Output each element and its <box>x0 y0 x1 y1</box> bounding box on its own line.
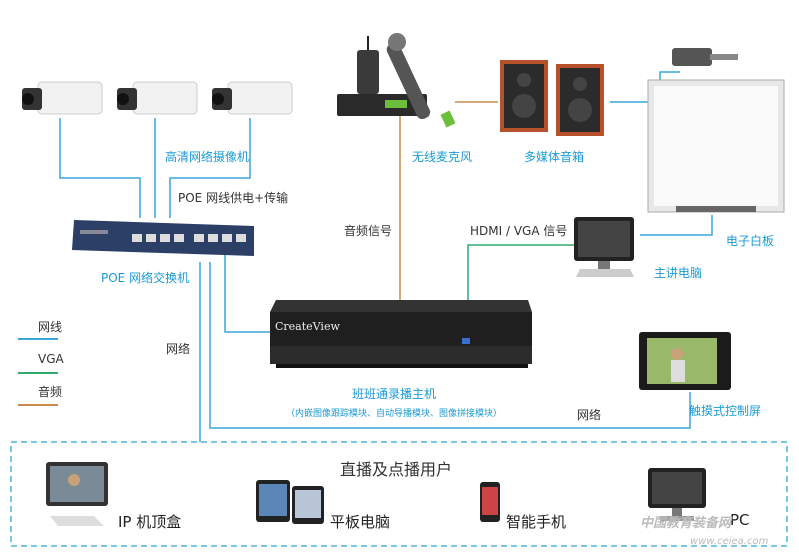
hd-camera <box>115 78 201 124</box>
camera-cable <box>169 118 251 218</box>
legend-vga-line <box>18 372 58 374</box>
user-item-smartphone: 智能手机 <box>506 513 567 531</box>
host-name-label: 班班通录播主机 <box>352 387 437 401</box>
smartphone-icon <box>478 480 502 528</box>
whiteboard-cable <box>640 215 713 236</box>
legend-network-label: 网线 <box>38 320 63 334</box>
brand-label: CreateView <box>275 320 340 333</box>
poe-power-label: POE 网线供电+传输 <box>178 191 289 205</box>
network-label-right: 网络 <box>577 408 602 422</box>
poe-network-switch <box>68 214 258 268</box>
touch-screen-label: 触摸式控制屏 <box>689 404 762 418</box>
wireless-mic-receiver <box>335 30 465 134</box>
users-group-title: 直播及点播用户 <box>340 460 453 479</box>
host-computer <box>570 215 640 285</box>
user-item-ip-stb: IP 机顶盒 <box>118 513 182 531</box>
legend-vga-label: VGA <box>38 352 64 366</box>
touch-cable <box>209 262 691 429</box>
touch-control-screen <box>637 330 733 396</box>
vga-cable <box>467 244 575 305</box>
legend-audio-label: 音频 <box>38 385 63 399</box>
speakers-label: 多媒体音箱 <box>524 150 585 164</box>
hdmi-signal-label: HDMI / VGA 信号 <box>470 224 568 238</box>
cameras-label: 高清网络摄像机 <box>165 150 250 164</box>
pc-icon <box>644 466 710 530</box>
legend-network-line <box>18 338 58 340</box>
camera-cable <box>59 118 141 218</box>
host-pc-label: 主讲电脑 <box>654 266 703 280</box>
recording-host <box>266 298 536 378</box>
legend-audio-line <box>18 404 58 406</box>
audio-signal-label: 音频信号 <box>344 224 393 238</box>
hd-camera <box>20 78 106 124</box>
user-item-pc: PC <box>730 511 750 529</box>
mic-label: 无线麦克风 <box>412 150 473 164</box>
switch-host-cable <box>224 255 275 333</box>
projector <box>662 42 742 86</box>
watermark-url: www.ceiea.com <box>690 536 769 547</box>
hd-camera <box>210 78 296 124</box>
poe-switch-label: POE 网络交换机 <box>101 271 190 285</box>
electronic-whiteboard <box>646 78 786 224</box>
host-sub-label: （内嵌图像跟踪模块、自动导播模块、图像拼接模块） <box>286 409 503 419</box>
user-item-tablet: 平板电脑 <box>330 513 391 531</box>
ip-set-top-box-icon <box>44 460 110 538</box>
multimedia-speakers <box>498 58 610 142</box>
whiteboard-label: 电子白板 <box>726 234 775 248</box>
tablet-icon <box>254 478 326 530</box>
network-label-left: 网络 <box>166 342 191 356</box>
watermark-text: 中国教育装备网 <box>640 516 732 531</box>
